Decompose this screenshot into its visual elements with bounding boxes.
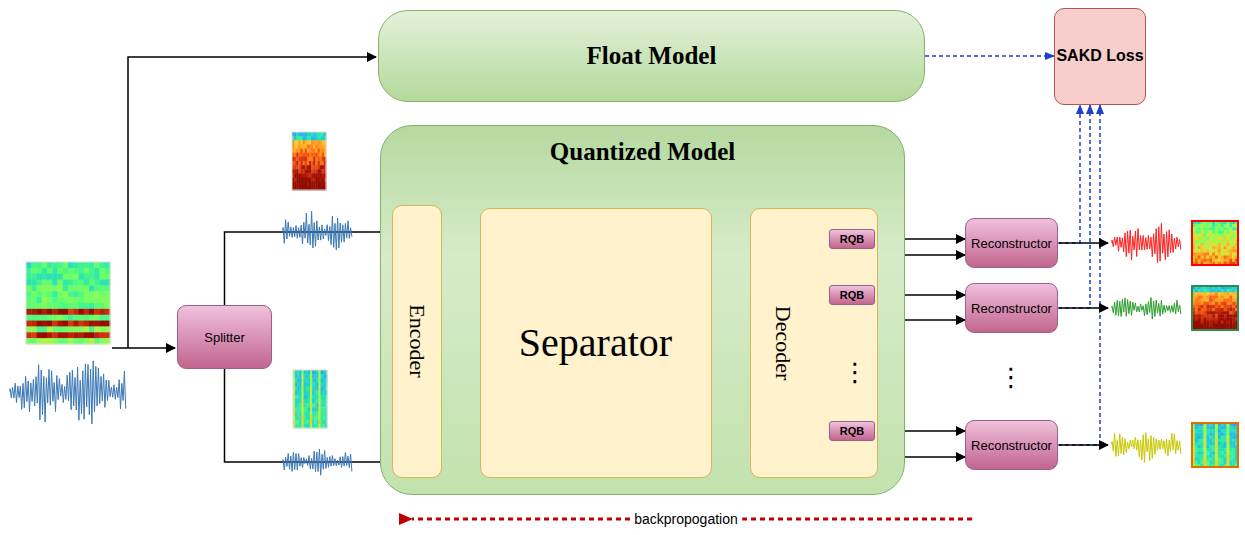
waveform — [283, 211, 352, 250]
decoder-block: DecoderRQBRQBRQB — [750, 208, 878, 478]
spectrogram — [292, 132, 326, 190]
node-text: Separator — [519, 319, 672, 366]
node-text: SAKD Loss — [1056, 46, 1143, 67]
output-wire — [1059, 307, 1108, 309]
node-text: Float Model — [587, 42, 717, 70]
output-wire — [1059, 444, 1108, 446]
reconstructor-box: Reconstructor — [965, 283, 1058, 333]
spectrogram — [293, 370, 327, 428]
output-wire — [1059, 242, 1108, 244]
node-text: RQB — [840, 233, 864, 245]
loss-connector — [925, 55, 1054, 57]
waveform — [1112, 223, 1181, 262]
splitter-box: Splitter — [177, 305, 272, 369]
model-box: Float Model — [378, 10, 925, 102]
node-text: Encoder — [404, 304, 430, 377]
flow-arrow — [225, 232, 392, 305]
flow-arrow — [905, 254, 965, 256]
node-text: Reconstructor — [971, 438, 1052, 453]
node-text: RQB — [840, 289, 864, 301]
spectrogram — [1192, 423, 1238, 467]
waveform — [1112, 433, 1181, 463]
loss-connector — [1058, 105, 1090, 308]
input-wire — [112, 347, 175, 349]
ellipsis-mark: ⋮ — [998, 364, 1024, 390]
reconstructor-box: Reconstructor — [965, 218, 1058, 268]
node-text: Quantized Model — [550, 138, 735, 166]
loss-box: SAKD Loss — [1054, 8, 1146, 105]
waveform — [1112, 298, 1181, 320]
flow-arrow — [905, 456, 965, 458]
encoder-block: Encoder — [392, 205, 442, 478]
model-container: Quantized ModelEncoderSeparatorDecoderRQ… — [380, 125, 905, 495]
ellipsis-mark: ⋮ — [842, 359, 868, 385]
backprop-label: backpropogation — [630, 511, 742, 527]
rqb-box: RQB — [829, 229, 875, 249]
waveform — [283, 449, 352, 475]
waveform — [10, 361, 126, 424]
reconstructor-box: Reconstructor — [965, 420, 1058, 470]
rqb-box: RQB — [829, 421, 875, 441]
spectrogram — [1192, 286, 1238, 330]
loss-connector — [1058, 105, 1080, 243]
spectrogram — [1192, 221, 1238, 265]
node-text: Reconstructor — [971, 301, 1052, 316]
node-text: Reconstructor — [971, 236, 1052, 251]
node-text: RQB — [840, 425, 864, 437]
node-text: Decoder — [770, 305, 796, 380]
flow-arrow — [905, 319, 965, 321]
node-text: Splitter — [204, 330, 244, 345]
separator-block: Separator — [480, 208, 712, 478]
flow-arrow — [225, 369, 392, 462]
spectrogram — [26, 262, 110, 344]
loss-connector — [1058, 105, 1100, 445]
rqb-box: RQB — [829, 285, 875, 305]
